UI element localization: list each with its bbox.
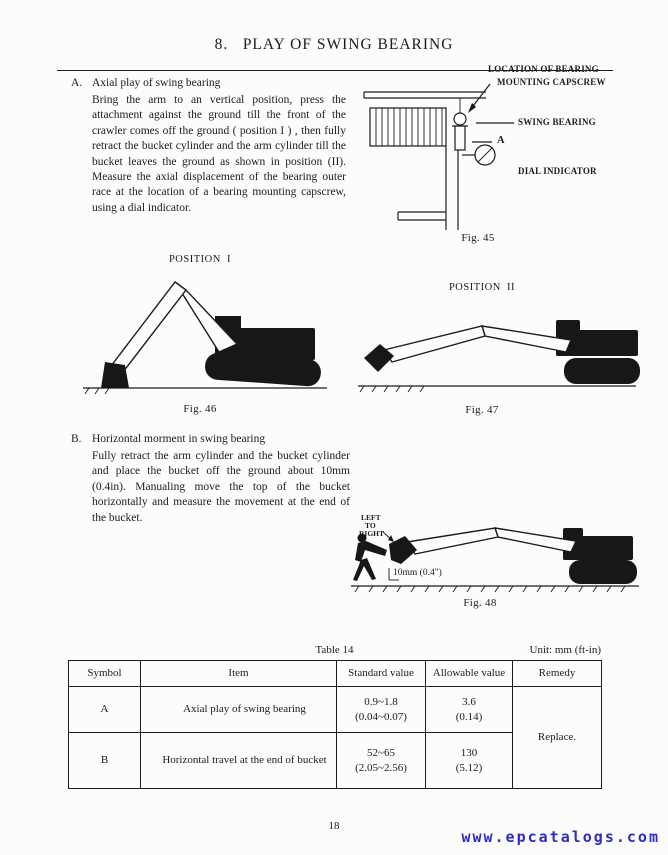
watermark-url: www.epcatalogs.com — [461, 828, 660, 846]
table-unit-label: Unit: mm (ft-in) — [529, 644, 602, 656]
table-caption-row: Table 14 Unit: mm (ft-in) — [68, 644, 601, 658]
fig45-label-a: A — [497, 135, 505, 146]
worker-figure — [353, 533, 387, 581]
crawler-tracks — [564, 358, 640, 384]
title-divider — [57, 70, 613, 71]
bucket — [364, 344, 394, 372]
cell-item: Axial play of swing bearing — [140, 686, 337, 733]
fig45-label-mounting-capscrew: MOUNTING CAPSCREW — [497, 77, 606, 87]
fig47 — [352, 298, 642, 398]
allowable-value: 3.6 — [462, 696, 476, 708]
allowable-value-inches: (5.12) — [455, 761, 483, 774]
standard-value-inches: (2.05~2.56) — [355, 761, 407, 774]
fig48-label-gap: 10mm (0.4") — [393, 568, 442, 578]
cell-remedy: Replace. — [512, 686, 602, 789]
cell-symbol: B — [68, 732, 141, 789]
table-row: A Axial play of swing bearing 0.9~1.8 (0… — [68, 686, 602, 789]
fig48-label-left: LEFT — [361, 513, 381, 522]
header-item: Item — [140, 660, 337, 687]
standard-value: 52~65 — [367, 747, 395, 759]
header-standard: Standard value — [336, 660, 426, 687]
fig45-caption: Fig. 45 — [461, 232, 495, 244]
crawler-tracks — [205, 352, 321, 387]
allowable-value-inches: (0.14) — [455, 710, 483, 723]
section-b-body: Fully retract the arm cylinder and the b… — [92, 450, 350, 524]
standard-value-inches: (0.04~0.07) — [355, 710, 407, 723]
header-allowable: Allowable value — [425, 660, 513, 687]
standard-value: 0.9~1.8 — [364, 696, 398, 708]
fig47-caption: Fig. 47 — [465, 404, 499, 416]
table-title: Table 14 — [315, 644, 354, 656]
cell-allowable: 3.6 (0.14) — [425, 686, 513, 733]
cell-standard: 0.9~1.8 (0.04~0.07) — [336, 686, 426, 733]
page-number: 18 — [328, 820, 340, 832]
cell-symbol: A — [68, 686, 141, 733]
capscrew-head — [453, 112, 467, 126]
section-a-heading: Axial play of swing bearing — [92, 77, 221, 89]
bucket — [101, 362, 129, 388]
fig48: LEFT TO RIGHT 10mm (0.4") — [345, 510, 645, 594]
cell-standard: 52~65 (2.05~2.56) — [336, 732, 426, 789]
fig45: LOCATION OF BEARING MOUNTING CAPSCREW SW… — [358, 62, 644, 234]
fig48-caption: Fig. 48 — [463, 597, 497, 609]
section-a-body: Bring the arm to an vertical position, p… — [92, 94, 346, 214]
page-title: 8. PLAY OF SWING BEARING — [214, 36, 454, 53]
arm — [109, 281, 187, 373]
capscrew-shaft — [454, 125, 466, 151]
section-b-label: B. — [71, 433, 82, 445]
header-remedy: Remedy — [512, 660, 602, 687]
section-a-label: A. — [71, 77, 83, 89]
table-header-row: Symbol Item Standard value Allowable val… — [68, 660, 602, 687]
fig45-label-swing-bearing: SWING BEARING — [518, 117, 596, 127]
cell-allowable: 130 (5.12) — [425, 732, 513, 789]
fig48-label-to: TO — [365, 521, 376, 530]
bearing-teeth-hatching — [375, 108, 443, 146]
fig46-caption: Fig. 46 — [183, 403, 217, 415]
fig47-position-label: POSITION II — [448, 282, 516, 293]
fig47-excavator-silhouette — [358, 320, 640, 393]
arm — [382, 325, 486, 363]
fig45-label-dial-indicator: DIAL INDICATOR — [518, 166, 597, 176]
allowable-value: 130 — [460, 747, 478, 759]
fig48-excavator-silhouette — [351, 527, 639, 593]
fig46 — [65, 268, 335, 400]
fig46-excavator-silhouette — [83, 281, 327, 395]
bucket — [389, 536, 417, 564]
fig48-label-right: RIGHT — [359, 529, 385, 538]
arm — [405, 527, 499, 555]
fig45-label-location-of-bearing: LOCATION OF BEARING — [488, 64, 599, 74]
fig46-position-label: POSITION I — [168, 254, 232, 265]
header-symbol: Symbol — [68, 660, 141, 687]
crawler-tracks — [569, 560, 637, 584]
section-b-heading: Horizontal morment in swing bearing — [92, 433, 266, 445]
dial-indicator-face — [474, 144, 496, 166]
fig45-bearing-drawing — [363, 83, 514, 230]
spec-table: Symbol Item Standard value Allowable val… — [68, 660, 602, 789]
cell-item: Horizontal travel at the end of bucket — [140, 732, 337, 789]
table-row: B Horizontal travel at the end of bucket… — [68, 732, 602, 789]
